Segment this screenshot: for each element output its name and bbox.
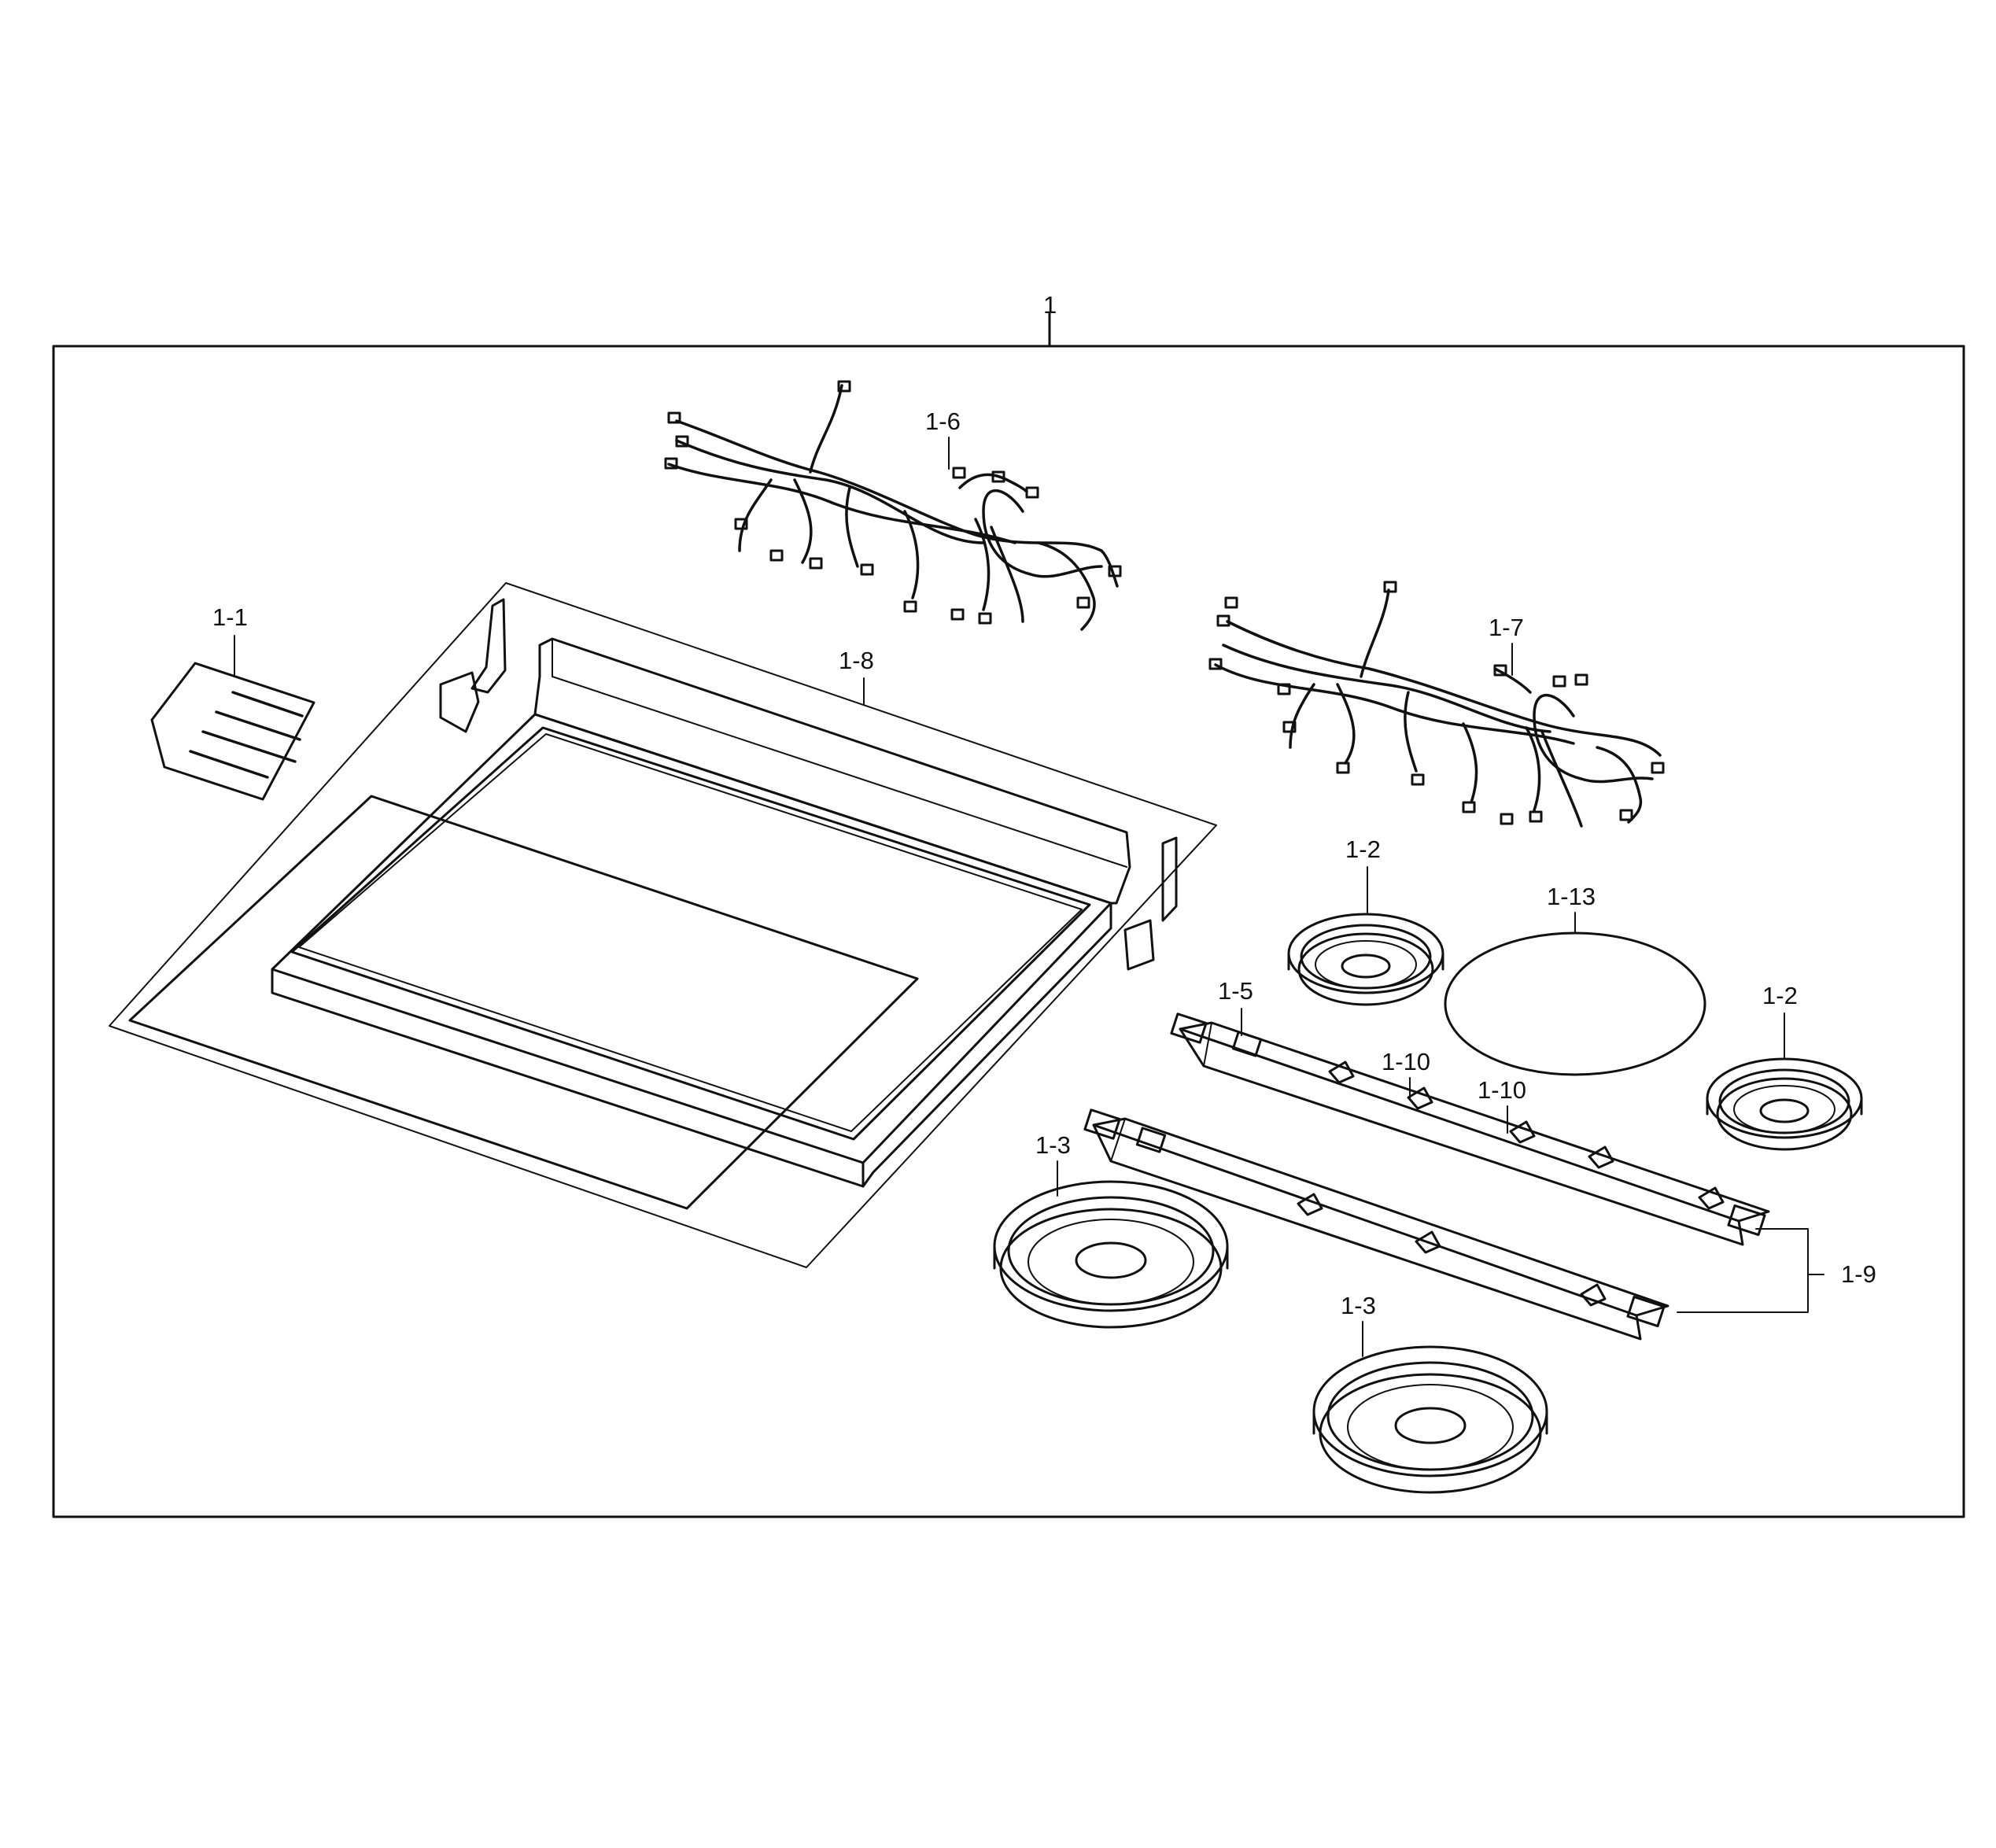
label-1-2a: 1-2 — [1345, 835, 1381, 863]
part-1-7-wire-harness — [1208, 581, 1665, 828]
part-1-13-disc — [1444, 931, 1706, 1076]
part-1-3-drip-pan-right — [1312, 1345, 1548, 1494]
label-1-13: 1-13 — [1547, 883, 1596, 910]
label-1-1: 1-1 — [212, 603, 248, 631]
part-1-6-wire-harness — [664, 380, 1122, 631]
label-1-3a: 1-3 — [1035, 1131, 1071, 1159]
label-1-6: 1-6 — [925, 408, 961, 435]
label-1-10a: 1-10 — [1382, 1048, 1430, 1075]
part-1-8-cooktop — [109, 582, 1217, 1268]
label-1-10b: 1-10 — [1478, 1076, 1526, 1104]
part-1-2-drip-pan-right — [1706, 1057, 1863, 1151]
part-1-9-rail-lower — [1083, 1108, 1669, 1341]
label-1-2b: 1-2 — [1762, 982, 1798, 1009]
part-1-2-drip-pan-left — [1287, 913, 1444, 1006]
part-1-3-drip-pan-left — [993, 1180, 1229, 1329]
label-1-8: 1-8 — [839, 647, 874, 674]
label-1-7: 1-7 — [1489, 614, 1524, 641]
leader-1-9 — [1677, 1228, 1809, 1313]
assembly-label: 1 — [1043, 291, 1057, 319]
label-1-3b: 1-3 — [1341, 1292, 1376, 1319]
label-1-9: 1-9 — [1841, 1260, 1876, 1288]
part-1-1-plate — [150, 662, 315, 801]
label-1-5: 1-5 — [1218, 977, 1253, 1005]
assembly-frame — [52, 345, 1965, 1518]
part-1-9-rail-upper — [1170, 1013, 1770, 1246]
